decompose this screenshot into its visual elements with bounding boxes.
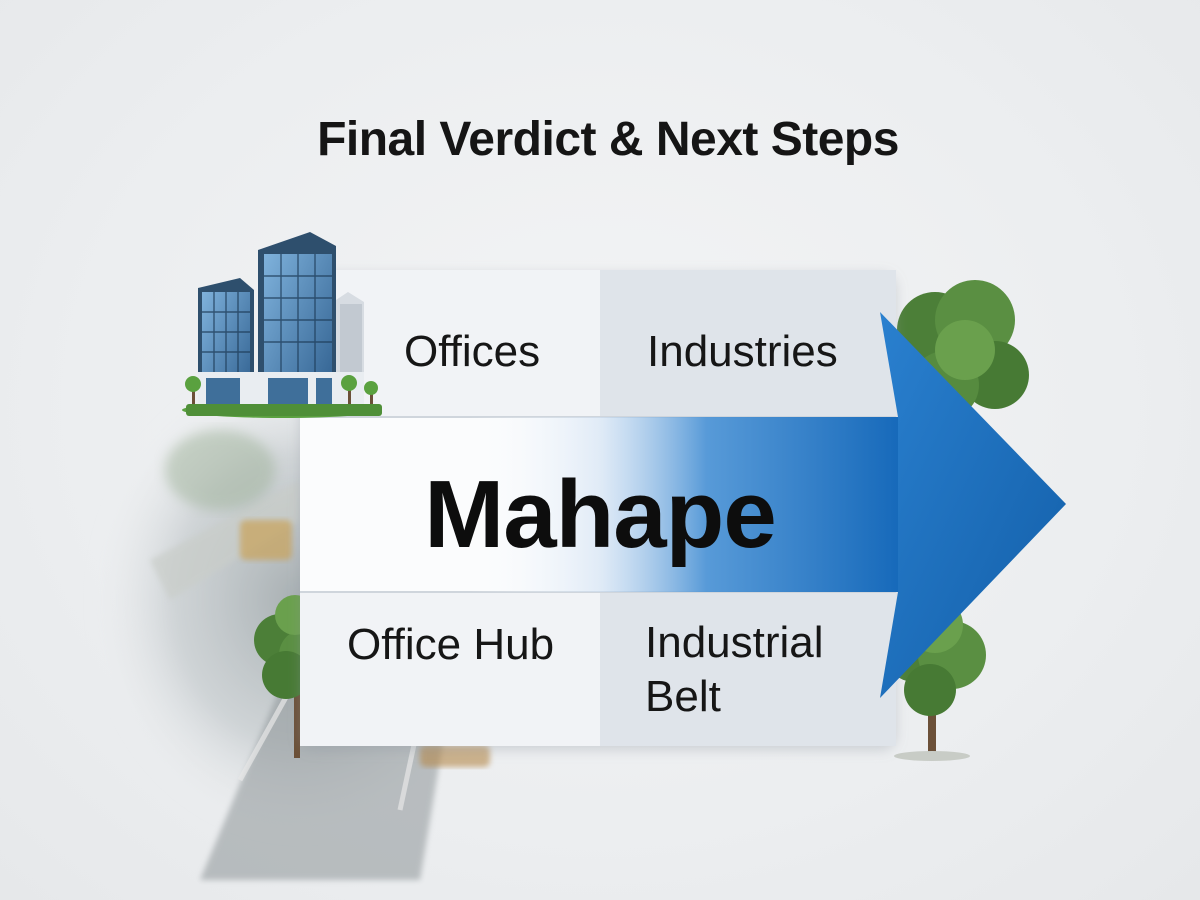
cell-industries-bg bbox=[600, 270, 896, 417]
page-title: Final Verdict & Next Steps bbox=[317, 113, 899, 166]
cell-industries-label: Industries bbox=[647, 327, 838, 376]
office-building-icon bbox=[182, 232, 382, 418]
cell-industrial-belt-label: Industrial Belt bbox=[645, 618, 824, 721]
cell-industrial-belt-bg bbox=[600, 592, 896, 746]
center-label: Mahape bbox=[424, 461, 776, 568]
cell-office-hub-bg bbox=[300, 592, 600, 746]
cell-offices-label: Offices bbox=[404, 327, 541, 376]
cell-office-hub-label: Office Hub bbox=[347, 620, 555, 669]
arrow-right-icon bbox=[470, 312, 1066, 698]
